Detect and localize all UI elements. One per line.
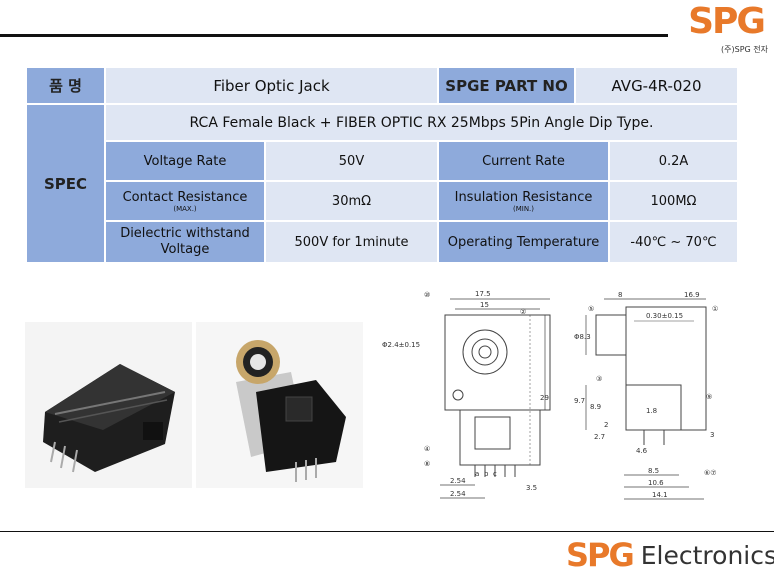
side-dim-1-8: 1.8 bbox=[646, 407, 657, 415]
front-dim-pitch1: 2.54 bbox=[450, 477, 466, 485]
side-dim-2-7: 2.7 bbox=[594, 433, 605, 441]
product-name: Fiber Optic Jack bbox=[104, 66, 439, 105]
side-callout-6-7: ⑥⑦ bbox=[704, 469, 717, 477]
side-callout-9: ⑨ bbox=[706, 393, 712, 401]
side-callout-5: ⑤ bbox=[588, 305, 594, 313]
operating-temp-label: Operating Temperature bbox=[437, 220, 610, 264]
front-dim-hole: Φ2.4±0.15 bbox=[382, 341, 420, 349]
front-dim-width: 17.5 bbox=[475, 290, 491, 298]
spec-description: RCA Female Black + FIBER OPTIC RX 25Mbps… bbox=[104, 103, 739, 142]
company-logo: SPG (주)SPG 전자 bbox=[684, 2, 768, 60]
front-callout-8: ⑧ bbox=[424, 460, 430, 468]
side-dim-8: 8 bbox=[618, 291, 622, 299]
contact-resistance-value: 30mΩ bbox=[264, 180, 439, 222]
product-photo-angled bbox=[25, 322, 192, 488]
front-view-drawing: ⑩ ② ④ ⑧ 17.5 15 Φ2.4±0.15 29 2.54 2.54 3… bbox=[380, 285, 560, 507]
voltage-rate-label: Voltage Rate bbox=[104, 140, 266, 182]
front-dim-inner: 15 bbox=[480, 301, 489, 309]
side-dim-14-1: 14.1 bbox=[652, 491, 668, 499]
footer-rule bbox=[0, 531, 774, 532]
product-photo-front bbox=[196, 322, 363, 488]
front-dim-height: 29 bbox=[540, 394, 549, 402]
part-no-label: SPGE PART NO bbox=[437, 66, 576, 105]
side-dim-9-7: 9.7 bbox=[574, 397, 585, 405]
front-dim-pitch2: 2.54 bbox=[450, 490, 466, 498]
side-callout-1: ① bbox=[712, 305, 718, 313]
footer-logo-mark: SPG bbox=[566, 536, 635, 574]
front-callout-10: ⑩ bbox=[424, 291, 430, 299]
side-dim-3: 3 bbox=[710, 431, 714, 439]
side-dim-16-9: 16.9 bbox=[684, 291, 700, 299]
side-dim-dia: Φ8.3 bbox=[574, 333, 591, 341]
side-dim-8-5: 8.5 bbox=[648, 467, 659, 475]
voltage-rate-value: 50V bbox=[264, 140, 439, 182]
header-rule bbox=[0, 34, 668, 37]
part-number: AVG-4R-020 bbox=[574, 66, 739, 105]
side-callout-3: ③ bbox=[596, 375, 602, 383]
front-pin-a: a bbox=[475, 470, 479, 478]
current-rate-label: Current Rate bbox=[437, 140, 610, 182]
logo-subtitle: (주)SPG 전자 bbox=[721, 45, 768, 54]
spec-table: 품 명 Fiber Optic Jack SPGE PART NO AVG-4R… bbox=[25, 66, 739, 264]
logo-mark: SPG bbox=[688, 1, 766, 42]
contact-resistance-label: Contact Resistance(MAX.) bbox=[104, 180, 266, 222]
front-callout-4: ④ bbox=[424, 445, 430, 453]
front-pin-c: c bbox=[493, 470, 497, 478]
spec-label: SPEC bbox=[25, 103, 106, 264]
side-view-drawing: ⑤ ① ③ ⑨ ⑥⑦ 8 16.9 0.30±0.15 Φ8.3 9.7 8.9… bbox=[574, 285, 764, 507]
side-dim-2: 2 bbox=[604, 421, 608, 429]
operating-temp-value: -40℃ ~ 70℃ bbox=[608, 220, 739, 264]
side-dim-10-6: 10.6 bbox=[648, 479, 664, 487]
footer-brand-word: Electronics bbox=[640, 540, 774, 570]
dielectric-voltage-value: 500V for 1minute bbox=[264, 220, 439, 264]
front-pin-b: b bbox=[484, 470, 489, 478]
insulation-resistance-label: Insulation Resistance(MIN.) bbox=[437, 180, 610, 222]
name-label: 품 명 bbox=[25, 66, 106, 105]
side-dim-4-6: 4.6 bbox=[636, 447, 648, 455]
insulation-resistance-value: 100MΩ bbox=[608, 180, 739, 222]
footer-logo: SPG Electronics bbox=[566, 536, 774, 574]
side-dim-tol: 0.30±0.15 bbox=[646, 312, 683, 320]
dielectric-voltage-label: Dielectric withstand Voltage bbox=[104, 220, 266, 264]
front-callout-2: ② bbox=[520, 308, 526, 316]
side-dim-8-9: 8.9 bbox=[590, 403, 601, 411]
front-dim-pin: 3.5 bbox=[526, 484, 537, 492]
current-rate-value: 0.2A bbox=[608, 140, 739, 182]
